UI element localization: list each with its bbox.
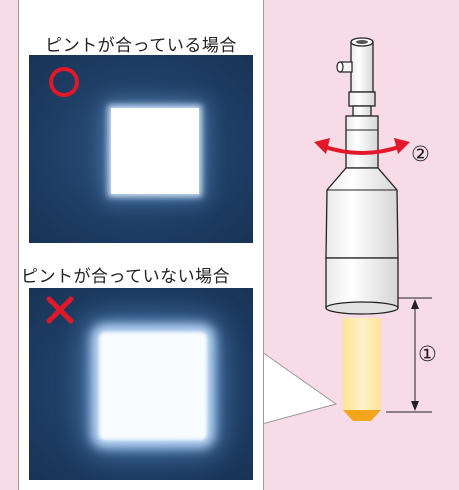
focus-spot — [343, 410, 381, 421]
blurred-light-square — [99, 332, 207, 440]
sharp-light-square — [111, 108, 199, 194]
cross-ng-icon — [46, 296, 74, 324]
focus-ring — [345, 115, 379, 169]
top-tube — [350, 41, 374, 93]
out-of-focus-caption: ピントが合っていない場合 — [21, 267, 231, 287]
lens-cone — [325, 167, 399, 259]
callout-pointer — [261, 351, 338, 425]
out-of-focus-photo — [29, 288, 253, 480]
distance-label: ① — [418, 342, 437, 366]
circle-ok-icon — [49, 67, 79, 97]
in-focus-photo — [29, 55, 253, 243]
light-beam — [343, 318, 381, 410]
in-focus-caption: ピントが合っている場合 — [45, 36, 237, 56]
rotation-label: ② — [411, 142, 430, 166]
rotation-arrow — [321, 144, 403, 155]
lens-base — [325, 257, 399, 309]
comparison-panel: ピントが合っている場合 ピントが合っていない場合 — [18, 0, 264, 490]
